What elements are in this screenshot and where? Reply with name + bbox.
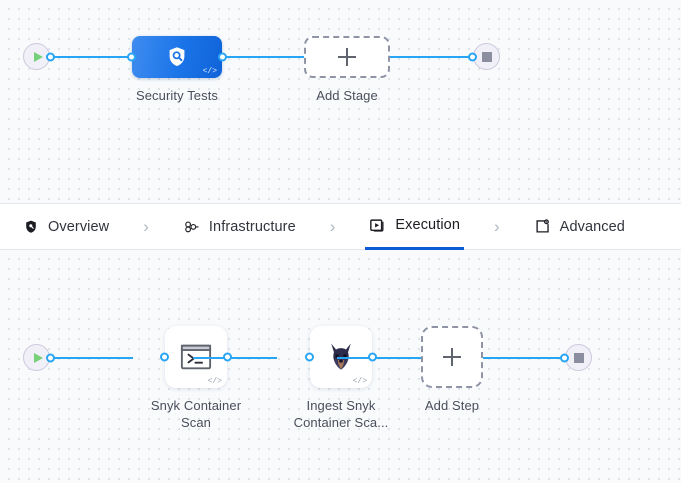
edge-start-to-snyk-scan — [50, 357, 133, 359]
step-label-snyk-container-scan: Snyk Container Scan — [150, 398, 242, 430]
add-step-button[interactable] — [421, 326, 483, 388]
stage-label-add-stage: Add Stage — [316, 88, 378, 103]
stage-node-security-tests[interactable]: </> Security Tests — [127, 36, 227, 104]
edge-add-step-to-end — [483, 357, 567, 359]
tab-label-advanced: Advanced — [559, 218, 625, 235]
tab-overview[interactable]: Overview — [18, 204, 113, 250]
code-badge-icon: </> — [352, 377, 367, 386]
step-canvas[interactable]: </> Snyk Container Scan — [0, 250, 681, 483]
security-tests-box[interactable]: </> — [127, 36, 227, 78]
tab-label-execution: Execution — [395, 217, 460, 233]
snyk-container-scan-input-port[interactable] — [160, 352, 169, 362]
edge-add-stage-to-end — [390, 56, 476, 58]
tab-separator: › — [494, 217, 500, 236]
add-stage-button[interactable] — [304, 36, 390, 78]
edge-ingest-to-add-step — [337, 357, 421, 359]
start-port[interactable] — [46, 353, 55, 363]
stop-icon — [573, 352, 584, 363]
stage-end-node[interactable] — [468, 43, 500, 70]
tab-separator: › — [143, 217, 149, 236]
stop-icon — [481, 51, 492, 62]
end-circle[interactable] — [473, 43, 500, 70]
edge-start-to-security-tests — [50, 56, 132, 58]
plus-icon — [338, 48, 356, 66]
tab-infrastructure[interactable]: Infrastructure — [179, 204, 300, 250]
code-badge-icon: </> — [202, 67, 217, 76]
play-icon — [33, 51, 43, 62]
ingest-snyk-input-port[interactable] — [305, 352, 314, 362]
security-tests-input-port[interactable] — [127, 52, 136, 62]
tab-execution[interactable]: Execution — [365, 204, 464, 250]
step-node-add-step[interactable]: Add Step — [421, 326, 483, 414]
end-circle[interactable] — [565, 344, 592, 371]
gear-box-icon — [534, 218, 551, 235]
play-icon — [33, 352, 43, 363]
stage-start-node[interactable] — [23, 43, 55, 70]
step-label-ingest-snyk-container-scan: Ingest Snyk Container Sca... — [293, 398, 389, 430]
nodes-icon — [183, 218, 200, 235]
step-end-node[interactable] — [560, 344, 592, 371]
step-start-node[interactable] — [23, 344, 55, 371]
shield-icon — [22, 218, 39, 235]
tab-separator: › — [329, 217, 336, 236]
plus-icon — [443, 348, 461, 366]
end-port[interactable] — [468, 52, 477, 62]
tab-label-overview: Overview — [48, 218, 110, 235]
pipeline-section-tabs: Overview › Infrastructure › — [0, 203, 681, 250]
stage-node-add-stage[interactable]: Add Stage — [304, 36, 390, 104]
step-node-snyk-container-scan[interactable]: </> Snyk Container Scan — [131, 326, 261, 431]
stage-label-security-tests: Security Tests — [135, 88, 219, 103]
step-label-add-step: Add Step — [424, 398, 480, 413]
start-circle[interactable] — [23, 344, 50, 371]
end-port[interactable] — [560, 353, 569, 363]
stage-canvas[interactable]: </> Security Tests Add Stage — [0, 0, 681, 203]
tab-advanced[interactable]: Advanced — [530, 204, 629, 250]
start-port[interactable] — [46, 52, 55, 62]
code-badge-icon: </> — [207, 377, 222, 386]
security-tests-output-port[interactable] — [218, 52, 227, 62]
edge-snyk-scan-to-ingest — [193, 357, 277, 359]
edge-security-tests-to-add-stage — [222, 56, 304, 58]
shield-search-icon — [165, 45, 189, 69]
snyk-container-scan-output-port[interactable] — [223, 352, 232, 362]
tab-label-infrastructure: Infrastructure — [208, 218, 296, 235]
play-box-icon — [369, 217, 386, 234]
start-circle[interactable] — [23, 43, 50, 70]
ingest-snyk-output-port[interactable] — [368, 352, 377, 362]
step-node-ingest-snyk-container-scan[interactable]: </> Ingest Snyk Container Sca... — [276, 326, 406, 431]
